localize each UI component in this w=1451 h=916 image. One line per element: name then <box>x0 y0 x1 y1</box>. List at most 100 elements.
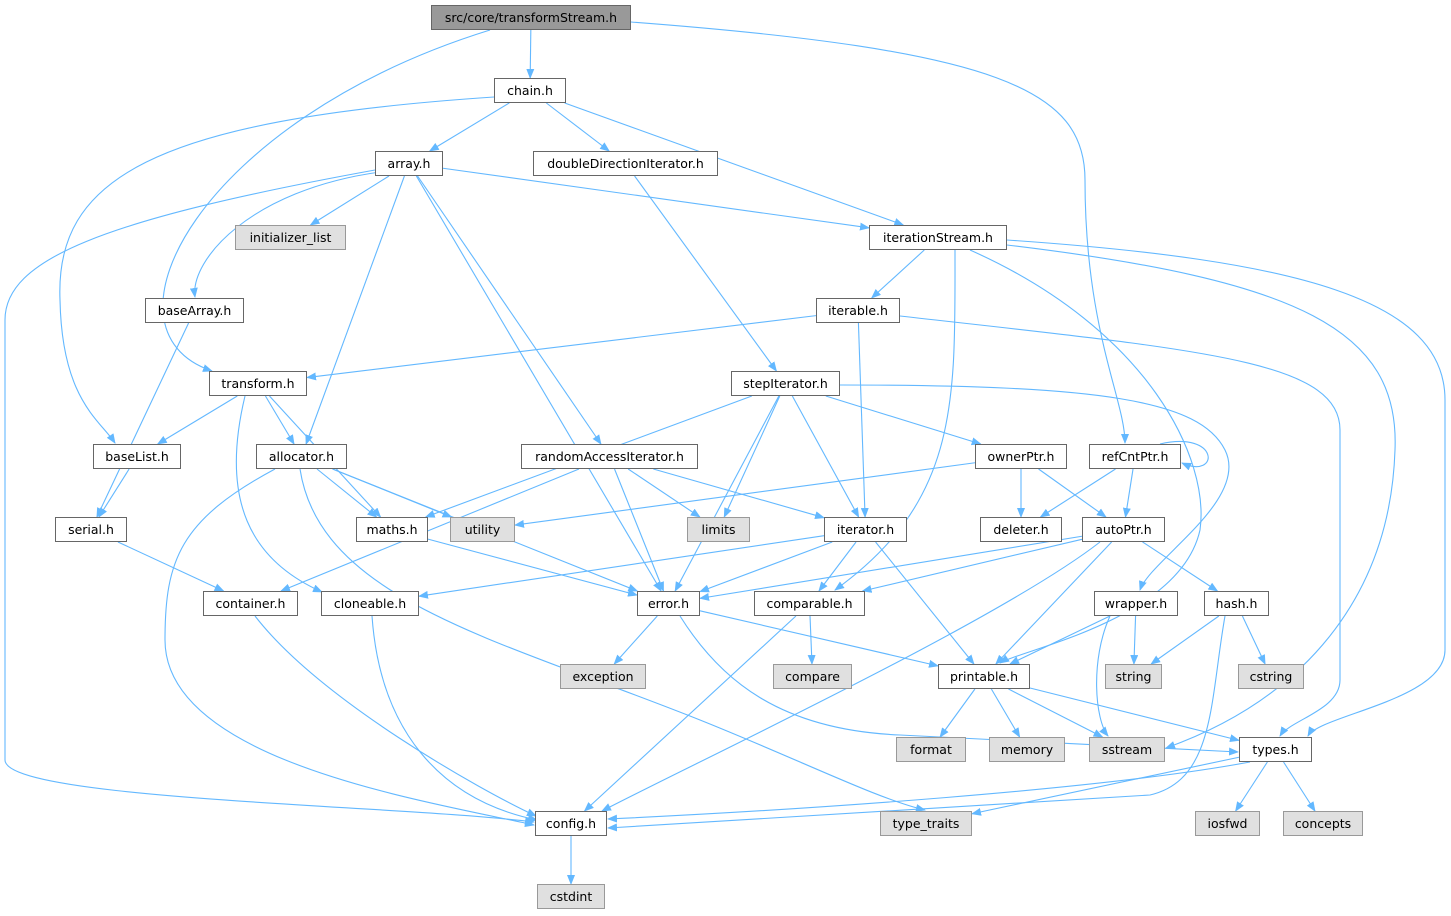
edge-iterationStream-to-iterable <box>870 249 925 299</box>
edge-transformStream-to-transform <box>162 29 491 372</box>
node-chain[interactable]: chain.h <box>494 78 566 103</box>
edge-printable-to-format <box>939 688 976 738</box>
node-container[interactable]: container.h <box>203 591 298 616</box>
edge-cloneable-to-config <box>371 615 538 823</box>
node-randomAccessIterator[interactable]: randomAccessIterator.h <box>521 444 698 469</box>
node-refCntPtr[interactable]: refCntPtr.h <box>1089 444 1181 469</box>
edge-printable-to-sstream <box>1008 688 1104 738</box>
node-baseArray[interactable]: baseArray.h <box>145 298 244 323</box>
node-transformStream[interactable]: src/core/transformStream.h <box>431 5 631 30</box>
node-concepts: concepts <box>1283 811 1363 836</box>
edge-iterable-to-transform <box>306 315 817 381</box>
edge-randomAccessIterator-to-container <box>280 468 580 592</box>
node-array[interactable]: array.h <box>375 151 443 176</box>
edge-autoPtr-to-hash <box>1142 541 1219 592</box>
edge-serial-to-container <box>117 541 225 592</box>
edge-allocator-to-maths <box>316 468 378 518</box>
edge-stepIterator-to-limits <box>723 395 781 518</box>
edge-refCntPtr-to-autoPtr <box>1122 468 1134 518</box>
node-iterable[interactable]: iterable.h <box>816 298 900 323</box>
edge-randomAccessIterator-to-error <box>614 468 664 592</box>
edge-transformStream-to-refCntPtr <box>630 21 1129 444</box>
edge-stepIterator-to-ownerPtr <box>825 395 982 446</box>
node-sstream: sstream <box>1089 737 1165 762</box>
edge-refCntPtr-to-deleter <box>1039 468 1116 518</box>
node-cloneable[interactable]: cloneable.h <box>321 591 419 616</box>
edge-autoPtr-to-printable <box>995 541 1113 665</box>
edge-iterator-to-printable <box>875 541 975 665</box>
edge-array-to-initializer_list <box>309 175 390 226</box>
node-baseList[interactable]: baseList.h <box>93 444 181 469</box>
edge-array-to-error <box>415 175 662 592</box>
node-autoPtr[interactable]: autoPtr.h <box>1082 517 1165 542</box>
node-maths[interactable]: maths.h <box>356 517 428 542</box>
node-types[interactable]: types.h <box>1239 737 1312 762</box>
node-ownerPtr[interactable]: ownerPtr.h <box>975 444 1067 469</box>
node-allocator[interactable]: allocator.h <box>256 444 347 469</box>
node-hash[interactable]: hash.h <box>1204 591 1269 616</box>
node-comparable[interactable]: comparable.h <box>754 591 865 616</box>
edge-wrapper-to-printable <box>1009 615 1111 665</box>
node-doubleDirectionIterator[interactable]: doubleDirectionIterator.h <box>533 151 718 176</box>
edge-array-to-iterationStream <box>442 167 870 231</box>
node-config[interactable]: config.h <box>535 811 607 836</box>
edge-wrapper-to-sstream <box>1096 615 1111 737</box>
edge-iterationStream-to-types <box>1006 239 1446 737</box>
node-utility: utility <box>450 517 515 542</box>
node-limits: limits <box>687 517 750 542</box>
edge-transformStream-to-chain <box>526 29 535 79</box>
edge-refCntPtr-to-refCntPtr <box>1159 441 1209 471</box>
edge-stepIterator-to-iterator <box>791 395 860 518</box>
node-error[interactable]: error.h <box>637 591 700 616</box>
node-cstdint: cstdint <box>537 884 605 909</box>
node-transform[interactable]: transform.h <box>209 371 307 396</box>
edge-chain-to-array <box>428 102 510 152</box>
edge-baseArray-to-serial <box>96 322 190 518</box>
edge-container-to-config <box>254 615 537 817</box>
node-string: string <box>1105 664 1162 689</box>
edge-error-to-printable <box>699 610 939 668</box>
edge-types-to-type_traits <box>971 756 1240 816</box>
edge-array-to-allocator <box>305 175 405 445</box>
node-stepIterator[interactable]: stepIterator.h <box>731 371 840 396</box>
node-wrapper[interactable]: wrapper.h <box>1094 591 1178 616</box>
edge-chain-to-iterationStream <box>564 102 905 226</box>
node-serial[interactable]: serial.h <box>55 517 127 542</box>
edge-iterable-to-iterator <box>857 322 869 518</box>
edge-iterationStream-to-printable <box>969 249 1202 664</box>
node-printable[interactable]: printable.h <box>938 664 1030 689</box>
edge-chain-to-doubleDirectionIterator <box>546 102 610 152</box>
edge-array-to-randomAccessIterator <box>417 175 602 445</box>
edge-randomAccessIterator-to-limits <box>627 468 701 518</box>
edge-hash-to-config <box>607 615 1226 832</box>
node-iterator[interactable]: iterator.h <box>824 517 907 542</box>
node-memory: memory <box>989 737 1065 762</box>
edge-types-to-config <box>607 761 1251 823</box>
node-iterationStream[interactable]: iterationStream.h <box>869 225 1007 250</box>
node-type_traits: type_traits <box>880 811 972 836</box>
edge-error-to-types <box>679 615 1239 756</box>
edge-array-to-config <box>4 169 535 825</box>
node-exception: exception <box>560 664 646 689</box>
node-initializer_list: initializer_list <box>235 225 346 250</box>
edge-types-to-concepts <box>1283 761 1316 812</box>
edge-iterator-to-comparable <box>818 541 857 592</box>
edge-baseList-to-serial <box>98 468 130 518</box>
node-compare: compare <box>773 664 852 689</box>
edge-iterationStream-to-comparable <box>834 249 956 591</box>
edge-autoPtr-to-comparable <box>861 538 1083 593</box>
edge-hash-to-string <box>1150 615 1220 665</box>
edge-iterator-to-cloneable <box>418 535 825 599</box>
edge-wrapper-to-string <box>1130 615 1139 665</box>
edge-ownerPtr-to-autoPtr <box>1038 468 1107 518</box>
edge-comparable-to-config <box>583 615 797 812</box>
node-format: format <box>896 737 966 762</box>
edge-transform-to-baseList <box>156 395 238 445</box>
edge-transform-to-allocator <box>264 395 295 445</box>
edge-iterator-to-error <box>699 541 833 593</box>
edge-allocator-to-config <box>164 468 535 827</box>
edge-iterable-to-types <box>899 315 1341 737</box>
edge-printable-to-memory <box>990 688 1021 738</box>
node-deleter[interactable]: deleter.h <box>980 517 1062 542</box>
